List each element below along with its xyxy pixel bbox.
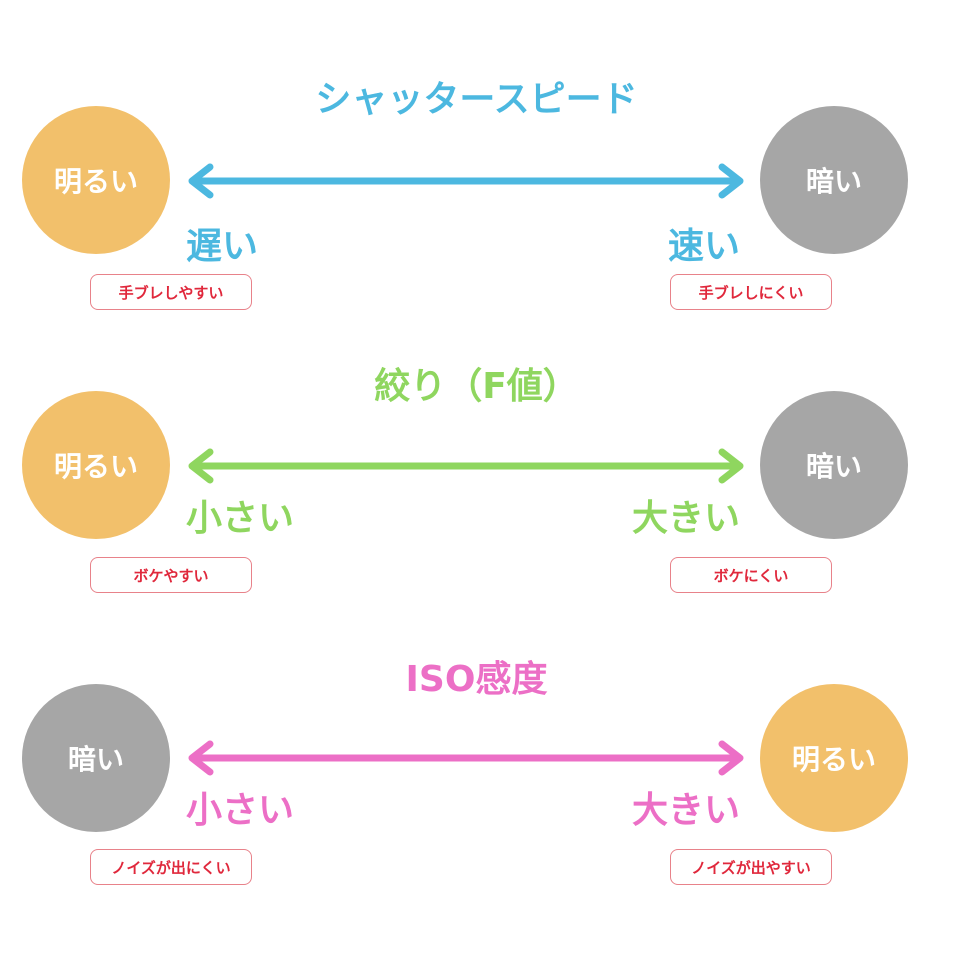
shutter-speed-section: シャッタースピード 明るい 暗い 遅い 速い 手ブレしやすい 手ブレしにくい bbox=[0, 0, 953, 310]
shutter-speed-title: シャッタースピード bbox=[315, 79, 638, 120]
shutter-left-tag: 手ブレしやすい bbox=[90, 274, 252, 310]
aperture-left-label: 小さい bbox=[186, 498, 295, 539]
shutter-right-circle: 暗い bbox=[760, 106, 908, 254]
iso-left-label: 小さい bbox=[186, 790, 295, 831]
aperture-double-arrow bbox=[188, 448, 744, 484]
aperture-section: 絞り（F値） 明るい 暗い 小さい 大きい ボケやすい ボケにくい bbox=[0, 285, 953, 593]
iso-right-tag: ノイズが出やすい bbox=[670, 849, 832, 885]
iso-right-label: 大きい bbox=[632, 790, 741, 831]
iso-section: ISO感度 暗い 明るい 小さい 大きい ノイズが出にくい ノイズが出やすい bbox=[0, 578, 953, 885]
shutter-right-label: 速い bbox=[668, 226, 741, 267]
shutter-left-label: 遅い bbox=[186, 226, 259, 267]
iso-left-tag: ノイズが出にくい bbox=[90, 849, 252, 885]
iso-left-circle: 暗い bbox=[22, 684, 170, 832]
aperture-left-circle: 明るい bbox=[22, 391, 170, 539]
shutter-double-arrow bbox=[188, 163, 744, 199]
aperture-right-tag: ボケにくい bbox=[670, 557, 832, 593]
aperture-right-circle: 暗い bbox=[760, 391, 908, 539]
aperture-right-label: 大きい bbox=[632, 498, 741, 539]
shutter-right-tag: 手ブレしにくい bbox=[670, 274, 832, 310]
iso-title: ISO感度 bbox=[405, 659, 548, 700]
iso-right-circle: 明るい bbox=[760, 684, 908, 832]
aperture-title: 絞り（F値） bbox=[374, 366, 579, 407]
shutter-left-circle: 明るい bbox=[22, 106, 170, 254]
aperture-left-tag: ボケやすい bbox=[90, 557, 252, 593]
iso-double-arrow bbox=[188, 740, 744, 776]
